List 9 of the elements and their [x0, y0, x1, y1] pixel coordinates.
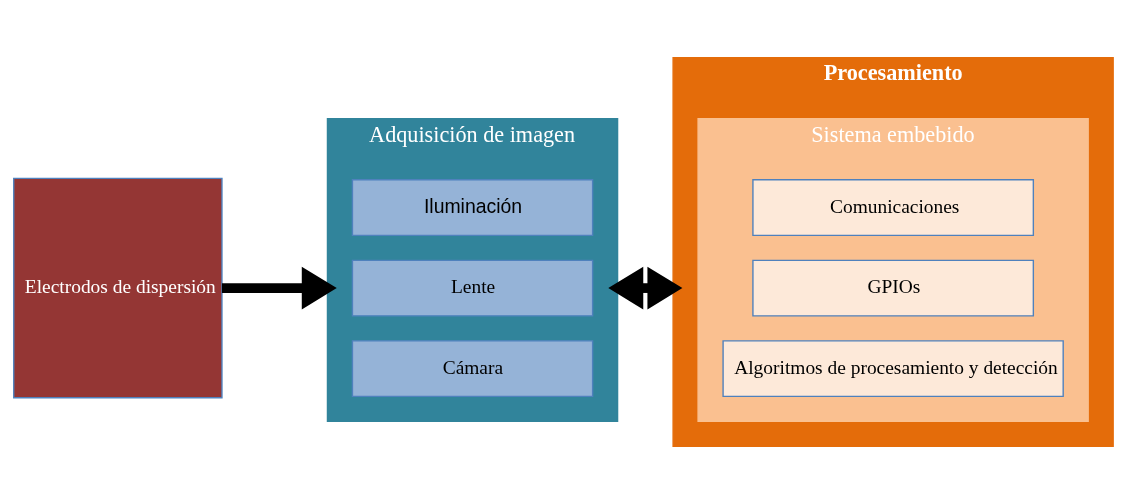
node-box: Lente — [351, 259, 594, 317]
arrow — [608, 266, 683, 310]
node-box: Cámara — [351, 340, 594, 398]
node-box: Algoritmos de procesamiento y detección — [722, 340, 1064, 398]
node-box: GPIOs — [752, 259, 1035, 317]
node-box: Electrodos de dispersión — [13, 177, 223, 399]
node-box: Comunicaciones — [752, 179, 1035, 237]
arrow — [221, 266, 337, 310]
node-box: Iluminación — [351, 179, 594, 237]
